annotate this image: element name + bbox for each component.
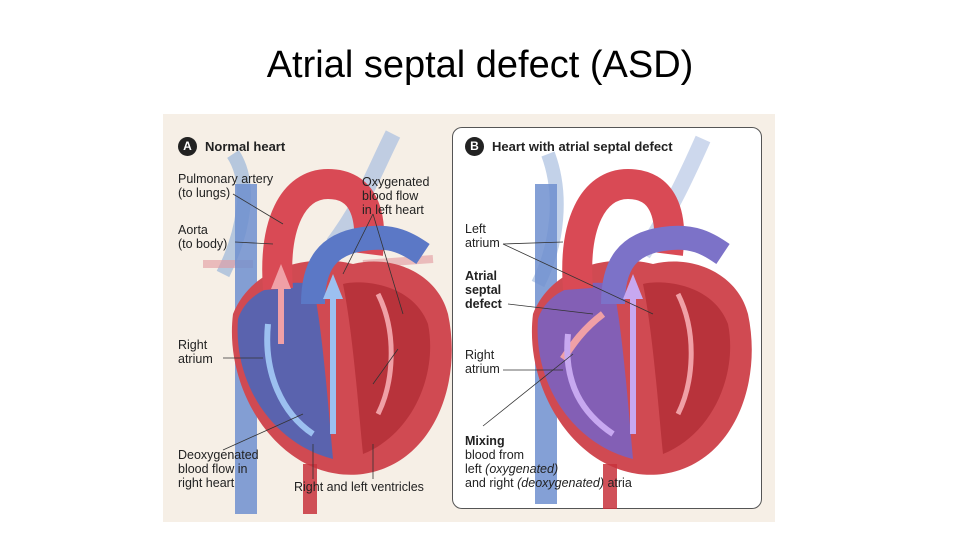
label-mixing-blood: Mixing blood from left (oxygenated) and … <box>465 434 632 490</box>
mixing-line-4c: atria <box>604 476 632 490</box>
right-heart-a <box>237 282 333 459</box>
label-aorta: Aorta (to body) <box>178 223 228 251</box>
label-right-atrium-b: Right atrium <box>465 348 500 376</box>
right-heart-b-mixed <box>537 282 633 459</box>
label-atrial-septal-defect: Atrial septal defect <box>465 269 502 311</box>
label-pulmonary-artery: Pulmonary artery (to lungs) <box>178 172 274 200</box>
label-oxygenated: Oxygenated blood flow in left heart <box>362 175 430 217</box>
heart-diagram-figure: A Normal heart Pulmonary artery (to lung… <box>163 114 775 522</box>
asd-heart-illustration <box>482 135 752 509</box>
panel-b-badge: B <box>465 137 484 156</box>
pulmonary-artery-a <box>301 225 430 305</box>
mixing-line-3b: (oxygenated) <box>485 462 559 476</box>
label-ventricles: Right and left ventricles <box>294 480 424 494</box>
left-heart-a <box>343 282 431 454</box>
heart-illustrations <box>203 130 752 514</box>
normal-heart-illustration <box>203 130 452 514</box>
panel-b-title: Heart with atrial septal defect <box>492 139 673 154</box>
label-deoxygenated: Deoxygenated blood flow in right heart <box>178 448 259 490</box>
label-right-atrium-a: Right atrium <box>178 338 213 366</box>
mixing-line-3a: left <box>465 462 486 476</box>
aorta-a <box>262 168 385 291</box>
mixing-line-1: Mixing <box>465 434 505 448</box>
panel-a-title: Normal heart <box>205 139 286 154</box>
mixing-line-2: blood from <box>465 448 525 462</box>
slide-title: Atrial septal defect (ASD) <box>266 44 694 86</box>
panel-a-badge: A <box>178 137 197 156</box>
mixing-line-4b: (deoxygenated) <box>517 476 604 490</box>
label-left-atrium: Left atrium <box>465 222 500 250</box>
mixing-line-4a: and right <box>465 476 518 490</box>
